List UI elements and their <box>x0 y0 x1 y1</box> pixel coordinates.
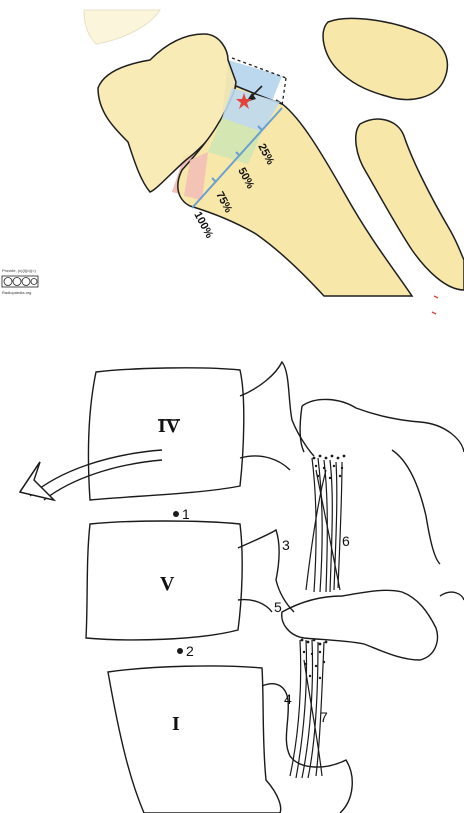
structure-label-3: 3 <box>282 537 290 553</box>
vertebra-label-i: I <box>172 713 180 735</box>
percent-label-100: 100% <box>191 210 215 241</box>
upper-right-bone <box>323 18 447 99</box>
point-label-1: 1 <box>182 506 190 522</box>
posterior-element-upper <box>302 399 464 452</box>
vertebra-label-iv: IV <box>158 415 181 437</box>
posterior-element-middle <box>282 590 438 660</box>
point-label-2: 2 <box>186 643 194 659</box>
vertebra-iv-pedicle <box>240 362 314 456</box>
top-panel: 25% 50% 75% 100% Provide, (c)(i)(o)(=) R… <box>2 10 464 314</box>
svg-text:Radiopaedia.org: Radiopaedia.org <box>2 290 31 295</box>
svg-text:Provide, (c)(i)(o)(=): Provide, (c)(i)(o)(=) <box>2 268 37 273</box>
ligament-7-fibers <box>290 640 324 778</box>
point-1-marker <box>173 511 179 517</box>
structure-label-5: 5 <box>274 599 282 615</box>
license-badge: Provide, (c)(i)(o)(=) Radiopaedia.org <box>2 268 38 295</box>
bottom-panel <box>20 362 464 813</box>
vertebra-i-body <box>108 666 281 813</box>
point-2-marker <box>177 648 183 654</box>
structure-label-4: 4 <box>284 691 292 707</box>
ligament-6-fibers <box>306 458 342 592</box>
faint-bone-outline <box>84 10 160 44</box>
structure-label-7: 7 <box>320 709 328 725</box>
vertebra-label-v: V <box>160 573 175 595</box>
structure-label-6: 6 <box>342 533 350 549</box>
